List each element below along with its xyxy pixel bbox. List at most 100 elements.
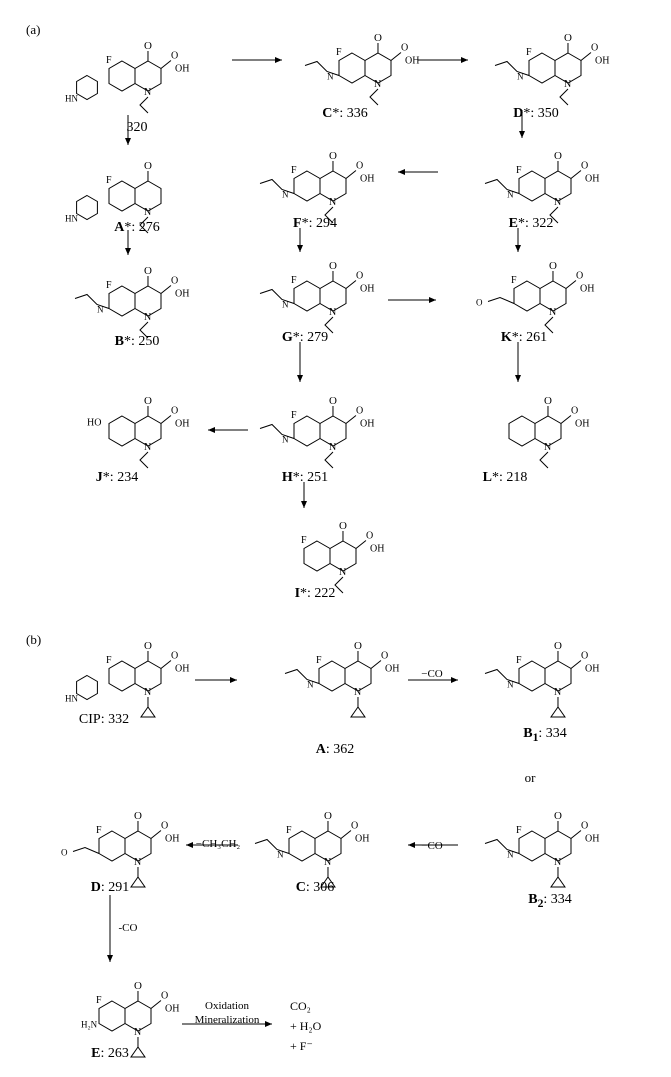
panel_b-label-c: C: 306 [296,880,335,896]
svg-text:N: N [282,300,289,310]
svg-text:F: F [526,47,532,58]
svg-text:O: O [144,395,152,407]
panel_a-label-e: E*: 322 [508,216,554,231]
svg-text:O: O [324,810,332,822]
svg-text:O: O [356,406,363,417]
svg-text:OH: OH [355,834,369,845]
svg-text:F: F [291,165,297,176]
compound-mass: : 251 [299,470,329,485]
svg-text:N: N [554,687,561,698]
svg-text:N: N [507,190,514,200]
svg-text:N: N [554,197,561,208]
svg-text:O: O [171,651,178,662]
compound-letter: A [315,742,326,757]
svg-text:O: O [581,161,588,172]
product-fluoride: + F⁻ [290,1039,313,1053]
svg-text:N: N [507,680,514,690]
compound-letter: G [281,330,293,345]
arrow-label-oxidation: Oxidation [205,1000,249,1012]
compound-mass: : 334 [538,726,567,741]
product-water: + H₂O [290,1019,322,1033]
compound-letter: B2 [528,892,544,910]
svg-text:OH: OH [175,64,189,75]
compound-letter: A [114,220,125,235]
compound-mass: : 306 [305,880,335,895]
svg-text:N: N [329,307,336,318]
product-co2: CO₂ [290,999,311,1013]
svg-text:N: N [144,687,151,698]
compound-mass: : 322 [524,216,554,231]
svg-text:OH: OH [585,834,599,845]
panel_a-label-k: K*: 261 [500,330,548,345]
svg-text:N: N [282,190,289,200]
compound-mass: : 234 [109,470,139,485]
compound-letter: C [295,880,306,895]
svg-text:O: O [329,150,337,162]
svg-text:O: O [144,40,152,52]
arrow-label-minus-co-3: -CO [118,922,138,934]
svg-text:F: F [96,995,102,1006]
svg-text:N: N [307,680,314,690]
compound-mass: : 250 [130,334,160,349]
svg-text:N: N [554,857,561,868]
svg-text:N: N [329,197,336,208]
svg-text:F: F [106,280,112,291]
svg-text:O: O [144,640,152,652]
compound-letter: H [281,470,293,485]
svg-text:O: O [329,395,337,407]
svg-text:N: N [144,207,151,218]
svg-text:F: F [511,275,517,286]
compound-mass: : 222 [307,586,336,601]
svg-text:O: O [171,406,178,417]
arrow-label-minus-co-1: −CO [421,668,443,680]
svg-text:OH: OH [585,174,599,185]
or-text: or [524,770,536,785]
svg-text:O: O [144,160,152,172]
compound-mass: : 279 [299,330,329,345]
compound-mass: : 336 [339,106,368,121]
svg-text:O: O [564,32,572,44]
panel_b-label-a: A: 362 [316,742,355,758]
svg-text:O: O [161,821,168,832]
svg-text:O: O [554,640,562,652]
svg-text:F: F [301,535,307,546]
panel_b-label-b1: B1: 334 [523,726,567,744]
svg-text:OH: OH [165,834,179,845]
panel-b-label: (b) [26,632,42,647]
svg-text:F: F [286,825,292,836]
svg-text:O: O [144,265,152,277]
svg-text:F: F [516,165,522,176]
svg-text:N: N [97,305,104,315]
compound-mass: : 276 [131,220,160,235]
compound-mass: : 350 [530,106,559,121]
arrow-label-minus-co-2: −CO [421,840,443,852]
svg-text:O: O [329,260,337,272]
panel_a-label-l: L*: 218 [482,470,528,485]
svg-text:O: O [576,271,583,282]
compound-letter: F [293,216,302,231]
